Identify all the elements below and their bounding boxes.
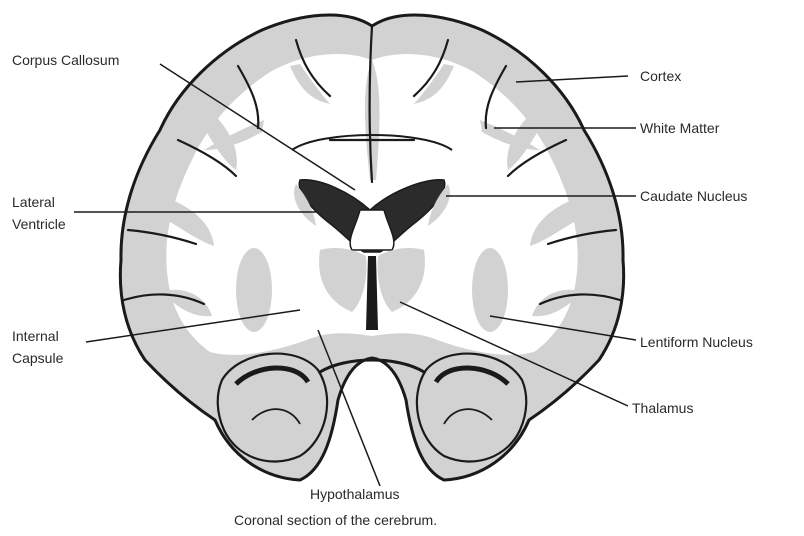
label-caudate-nucleus: Caudate Nucleus [640, 186, 747, 206]
label-internal-capsule-line2: Capsule [12, 348, 63, 368]
label-internal-capsule-line1: Internal [12, 326, 59, 346]
label-hypothalamus: Hypothalamus [310, 484, 400, 504]
third-ventricle [366, 256, 378, 330]
label-thalamus: Thalamus [632, 398, 693, 418]
label-lateral-ventricle-line2: Ventricle [12, 214, 66, 234]
label-lentiform-nucleus: Lentiform Nucleus [640, 332, 753, 352]
label-cortex: Cortex [640, 66, 681, 86]
figure-caption: Coronal section of the cerebrum. [234, 512, 437, 528]
lentiform-nucleus-right [472, 248, 508, 332]
label-white-matter: White Matter [640, 118, 719, 138]
temporal-lobes [218, 354, 527, 462]
label-corpus-callosum: Corpus Callosum [12, 50, 119, 70]
label-lateral-ventricle-line1: Lateral [12, 192, 55, 212]
